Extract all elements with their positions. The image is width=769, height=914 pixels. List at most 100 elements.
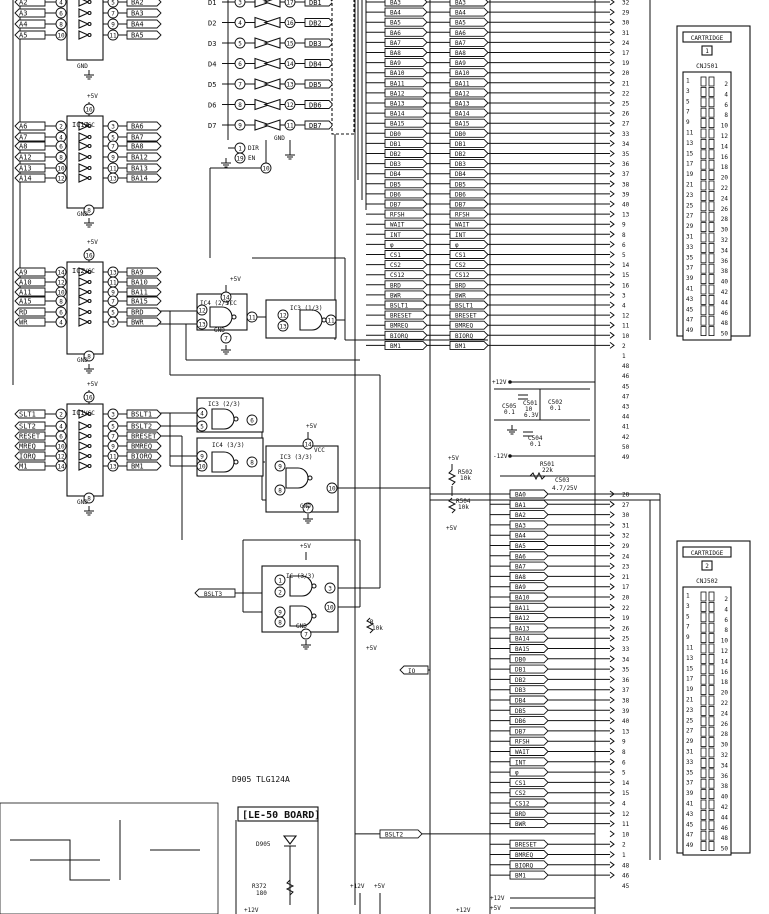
- output-pin: 5: [111, 134, 115, 141]
- gate-name: IC4 (3/3): [212, 442, 245, 449]
- gnd-pin: 8: [87, 353, 91, 360]
- bus-tag-left: BA13: [390, 101, 405, 108]
- r501-value: 22k: [542, 467, 553, 474]
- contact: [708, 211, 715, 222]
- connector-even-pin: 26: [721, 206, 729, 213]
- connector-pin-number: 6: [622, 759, 626, 766]
- input-pin: 2: [59, 411, 63, 418]
- connector-even-pin: 4: [724, 91, 728, 98]
- r372-label: R372: [252, 883, 267, 890]
- output-pin: 9: [111, 21, 115, 28]
- bus-tag-bottom: BA14: [515, 636, 530, 643]
- connector-arrow: [609, 706, 615, 714]
- connector-odd-pin: 15: [686, 150, 694, 157]
- connector-arrow: [609, 542, 615, 549]
- nand-gate: [211, 408, 235, 430]
- connector-pin-number: 5: [622, 252, 626, 259]
- connector-arrow: [609, 871, 615, 879]
- connector-odd-pin: 1: [686, 78, 690, 85]
- bus-tag-bottom: BA6: [515, 553, 526, 560]
- connector-pin-number: 40: [622, 718, 630, 725]
- cartridge-number-box: [701, 45, 713, 56]
- pin-circle: [326, 482, 338, 494]
- connector-arrow: [609, 180, 615, 188]
- ground-symbol: [301, 644, 311, 650]
- contact: [708, 87, 715, 97]
- connector-even-pin: 10: [721, 123, 729, 130]
- p5-bus-label: +5V: [490, 905, 501, 912]
- connector-odd-pin: 17: [686, 676, 694, 683]
- contact: [700, 107, 707, 118]
- inverter-bubble: [87, 423, 92, 429]
- ic-package: [66, 261, 104, 355]
- inverter-bubble: [321, 317, 327, 323]
- connector-arrow: [609, 321, 615, 329]
- bus-tag-bottom: RFSH: [515, 739, 530, 746]
- pin-number: 12: [198, 307, 206, 314]
- bus-tag-right: φ: [455, 242, 459, 249]
- bus-tag-bottom: CS12: [515, 801, 530, 808]
- signal-tag: [304, 0, 334, 7]
- bus-tag-right: INT: [455, 232, 466, 239]
- output-tag: BA10: [131, 279, 148, 287]
- pin-circle: [55, 408, 67, 420]
- bus-tag-right: BMREQ: [455, 323, 473, 330]
- connector-arrow: [609, 511, 615, 518]
- connector-pin-number: 16: [622, 282, 630, 289]
- bus-tag-bottom: CS2: [515, 790, 526, 797]
- connector-pin-number: 43: [622, 404, 630, 411]
- connector-even-pin: 24: [721, 195, 729, 202]
- inverter-bubble: [87, 154, 92, 160]
- contact: [700, 654, 707, 664]
- pin-number: 12: [279, 312, 287, 319]
- signal-tag: [509, 489, 549, 499]
- input-pin: 12: [57, 175, 65, 182]
- bus-driver: [263, 0, 281, 8]
- contact: [700, 810, 707, 820]
- ic-name: IC2: [72, 267, 85, 275]
- data-in-label: D2: [208, 20, 216, 28]
- signal-tag: [449, 27, 489, 37]
- cartridge-title: CARTRIDGE: [691, 35, 724, 42]
- signal-tag: [304, 120, 334, 130]
- connector-pin-number: 10: [622, 333, 630, 340]
- connector-arrow: [609, 79, 615, 87]
- bus-tag-bottom: BRD: [515, 811, 526, 818]
- pin-number: 10: [198, 463, 206, 470]
- connector-odd-pin: 41: [686, 286, 694, 293]
- signal-tag: [449, 300, 489, 310]
- pin-circle: [274, 586, 286, 598]
- connector-even-pin: 30: [721, 227, 729, 234]
- signal-tag: [384, 88, 428, 98]
- input-tag: A15: [19, 298, 32, 306]
- connector-odd-pin: 21: [686, 182, 694, 189]
- contact: [708, 820, 715, 831]
- pin-number: 8: [278, 487, 282, 494]
- cartridge-title-box: [682, 546, 732, 558]
- connector-pin-number: 11: [622, 323, 630, 330]
- contact: [708, 118, 715, 128]
- connector-pin-number: 19: [622, 60, 630, 67]
- contact: [708, 107, 715, 118]
- bus-tag-right: DB3: [455, 161, 466, 168]
- connector-arrow: [609, 170, 615, 178]
- bus-tag-right: BRESET: [455, 313, 477, 320]
- buffer-triangle: [78, 163, 90, 173]
- connector-arrow: [609, 281, 615, 289]
- input-pin: 2: [59, 123, 63, 130]
- contact: [708, 747, 715, 758]
- signal-tag: [509, 808, 549, 818]
- pin-circle: [55, 295, 67, 307]
- pin-circle: [284, 0, 296, 8]
- connector-arrow: [609, 696, 615, 704]
- bus-tag-right: BA8: [455, 50, 466, 57]
- input-tag: SLT2: [19, 423, 36, 431]
- bus-tag-left: BA4: [390, 10, 401, 17]
- signal-tag: [126, 141, 162, 151]
- connector-pin-number: 29: [622, 543, 630, 550]
- contact: [700, 315, 707, 326]
- contact: [708, 326, 715, 337]
- connector-pin-number: 8: [622, 749, 626, 756]
- en-label: EN: [248, 155, 256, 162]
- connector-arrow: [609, 840, 615, 848]
